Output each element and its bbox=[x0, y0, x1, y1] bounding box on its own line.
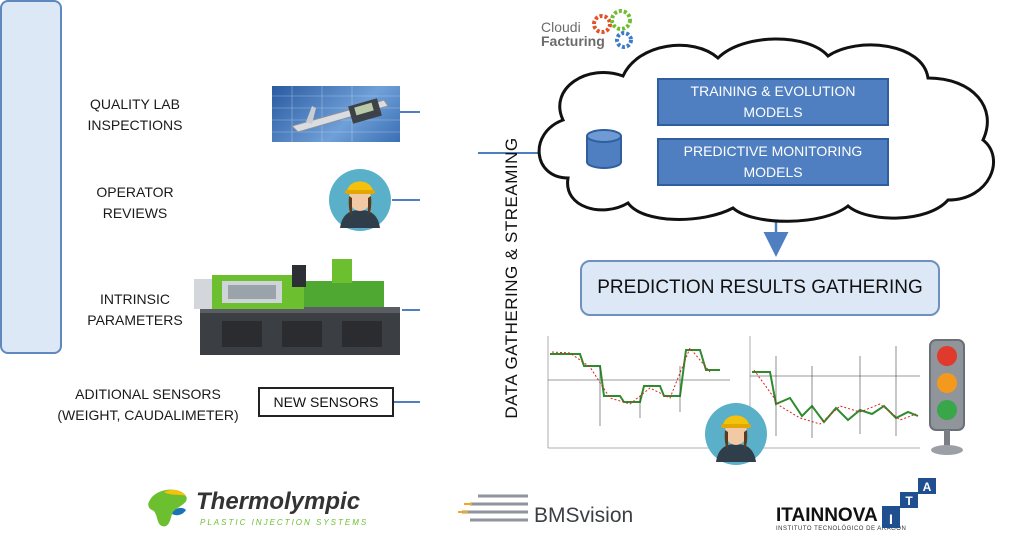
training-evolution-models-box: TRAINING & EVOLUTION MODELS bbox=[657, 78, 889, 126]
ita-logo-blocks: I T A bbox=[882, 478, 936, 528]
cloudifacturing-logo-line1: Cloudi bbox=[541, 19, 581, 35]
svg-text:A: A bbox=[923, 480, 932, 494]
cloudifacturing-logo-line2: Facturing bbox=[541, 33, 605, 49]
bmsvision-logo-icon bbox=[458, 494, 528, 522]
operator-avatar bbox=[329, 169, 391, 231]
database-icon bbox=[586, 129, 622, 169]
svg-text:T: T bbox=[905, 494, 913, 508]
caliper-icon bbox=[272, 86, 400, 142]
operator-avatar-monitoring bbox=[705, 403, 767, 465]
thermolympic-logo-subtitle: PLASTIC INJECTION SYSTEMS bbox=[200, 518, 369, 527]
prediction-results-gathering-box: PREDICTION RESULTS GATHERING bbox=[580, 260, 940, 316]
traffic-light-icon bbox=[929, 339, 965, 455]
bmsvision-logo-text: BMSvision bbox=[534, 504, 634, 527]
injection-machine-image bbox=[194, 259, 400, 355]
monitoring-plot-right bbox=[749, 336, 920, 449]
svg-text:I: I bbox=[889, 511, 893, 527]
itainnova-logo-subtitle: INSTITUTO TECNOLÓGICO DE ARAGÓN bbox=[776, 526, 907, 532]
gears-icon bbox=[592, 9, 633, 49]
additional-sensors-label: ADITIONAL SENSORS (WEIGHT, CAUDALIMETER) bbox=[57, 386, 239, 423]
intrinsic-parameters-label: INTRINSIC PARAMETERS bbox=[87, 291, 183, 328]
streaming-label: DATA GATHERING & STREAMING bbox=[502, 137, 521, 419]
operator-reviews-label: OPERATOR REVIEWS bbox=[96, 184, 174, 221]
data-gathering-streaming-box: DATA GATHERING & STREAMING bbox=[0, 0, 521, 419]
thermolympic-logo-text: Thermolympic bbox=[196, 488, 361, 515]
thermolympic-logo-icon bbox=[148, 489, 187, 527]
quality-lab-label: QUALITY LAB INSPECTIONS bbox=[87, 96, 183, 133]
predictive-monitoring-models-box: PREDICTIVE MONITORING MODELS bbox=[657, 138, 889, 186]
itainnova-logo-text: ITAINNOVA bbox=[776, 505, 878, 526]
monitoring-plot-left bbox=[547, 336, 730, 449]
caliper-image bbox=[272, 86, 400, 142]
new-sensors-box: NEW SENSORS bbox=[258, 387, 394, 417]
